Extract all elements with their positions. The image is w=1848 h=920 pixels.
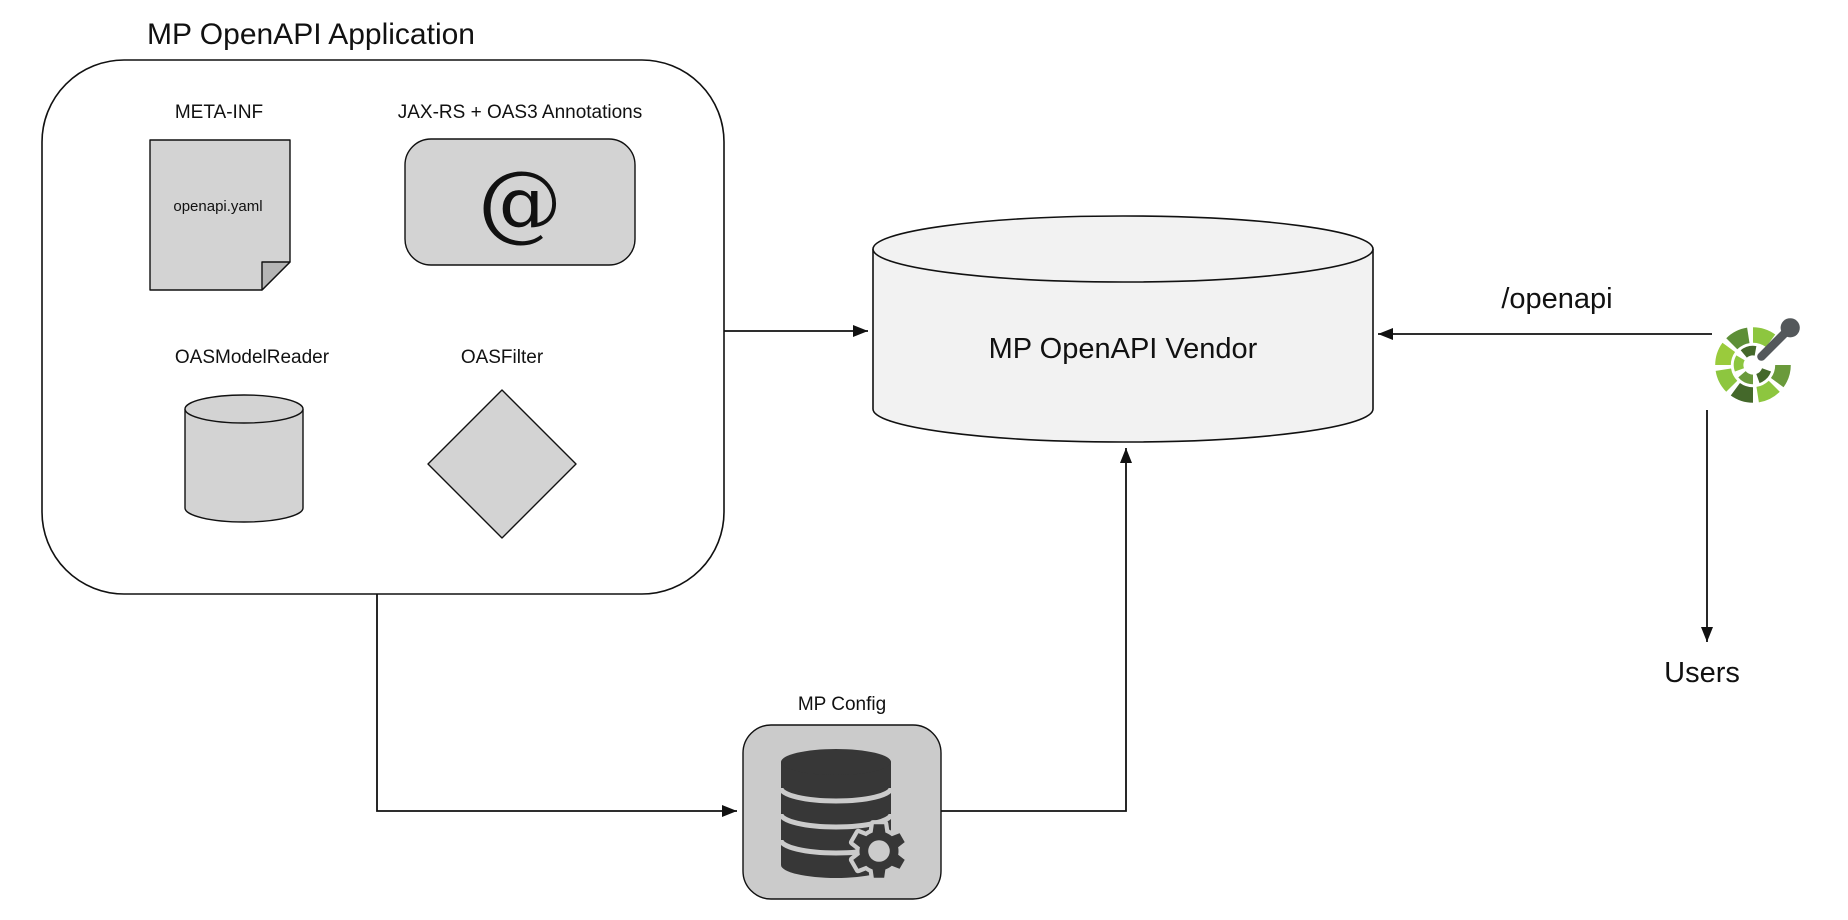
endpoint-label: /openapi (1501, 283, 1612, 315)
mp-config-group: MP Config (742, 694, 942, 900)
annotations-label: JAX-RS + OAS3 Annotations (398, 102, 643, 123)
database-top-icon (781, 749, 891, 775)
vendor-label: MP OpenAPI Vendor (989, 333, 1258, 365)
vendor-group: MP OpenAPI Vendor (872, 215, 1374, 443)
annotations-box (404, 138, 636, 266)
model-reader-group: OASModelReader (175, 347, 330, 523)
filter-label: OASFilter (461, 347, 544, 368)
app-container-group: MP OpenAPI Application META-INF openapi.… (41, 18, 725, 595)
vendor-cylinder-top (872, 215, 1374, 283)
filter-group: OASFilter (427, 347, 577, 539)
openapi-logo-inner-ring (1733, 345, 1772, 385)
at-symbol-icon: @ (478, 153, 562, 251)
annotations-group: JAX-RS + OAS3 Annotations @ (398, 102, 643, 266)
openapi-yaml-label: openapi.yaml (173, 198, 262, 215)
arrow-app-to-config (376, 594, 737, 817)
database-gear-icon (778, 749, 910, 882)
openapi-logo-handle-dot (1780, 318, 1800, 338)
openapi-logo-outer-ring (1715, 327, 1791, 403)
app-title: MP OpenAPI Application (147, 18, 475, 51)
model-reader-label: OASModelReader (175, 347, 330, 368)
mp-config-label: MP Config (798, 694, 886, 715)
users-label: Users (1664, 657, 1740, 689)
gear-icon (848, 820, 910, 882)
vendor-cylinder-body (872, 249, 1374, 443)
cylinder-icon (184, 409, 304, 523)
openapi-logo-handle (1757, 328, 1790, 361)
arrow-config-to-vendor (941, 448, 1132, 812)
openapi-logo (1715, 318, 1800, 403)
diamond-icon (427, 389, 577, 539)
cylinder-top-icon (184, 394, 304, 424)
meta-inf-group: META-INF openapi.yaml (149, 102, 291, 291)
meta-inf-label: META-INF (175, 102, 263, 123)
document-fold-icon (261, 261, 291, 291)
app-container-box (41, 59, 725, 595)
